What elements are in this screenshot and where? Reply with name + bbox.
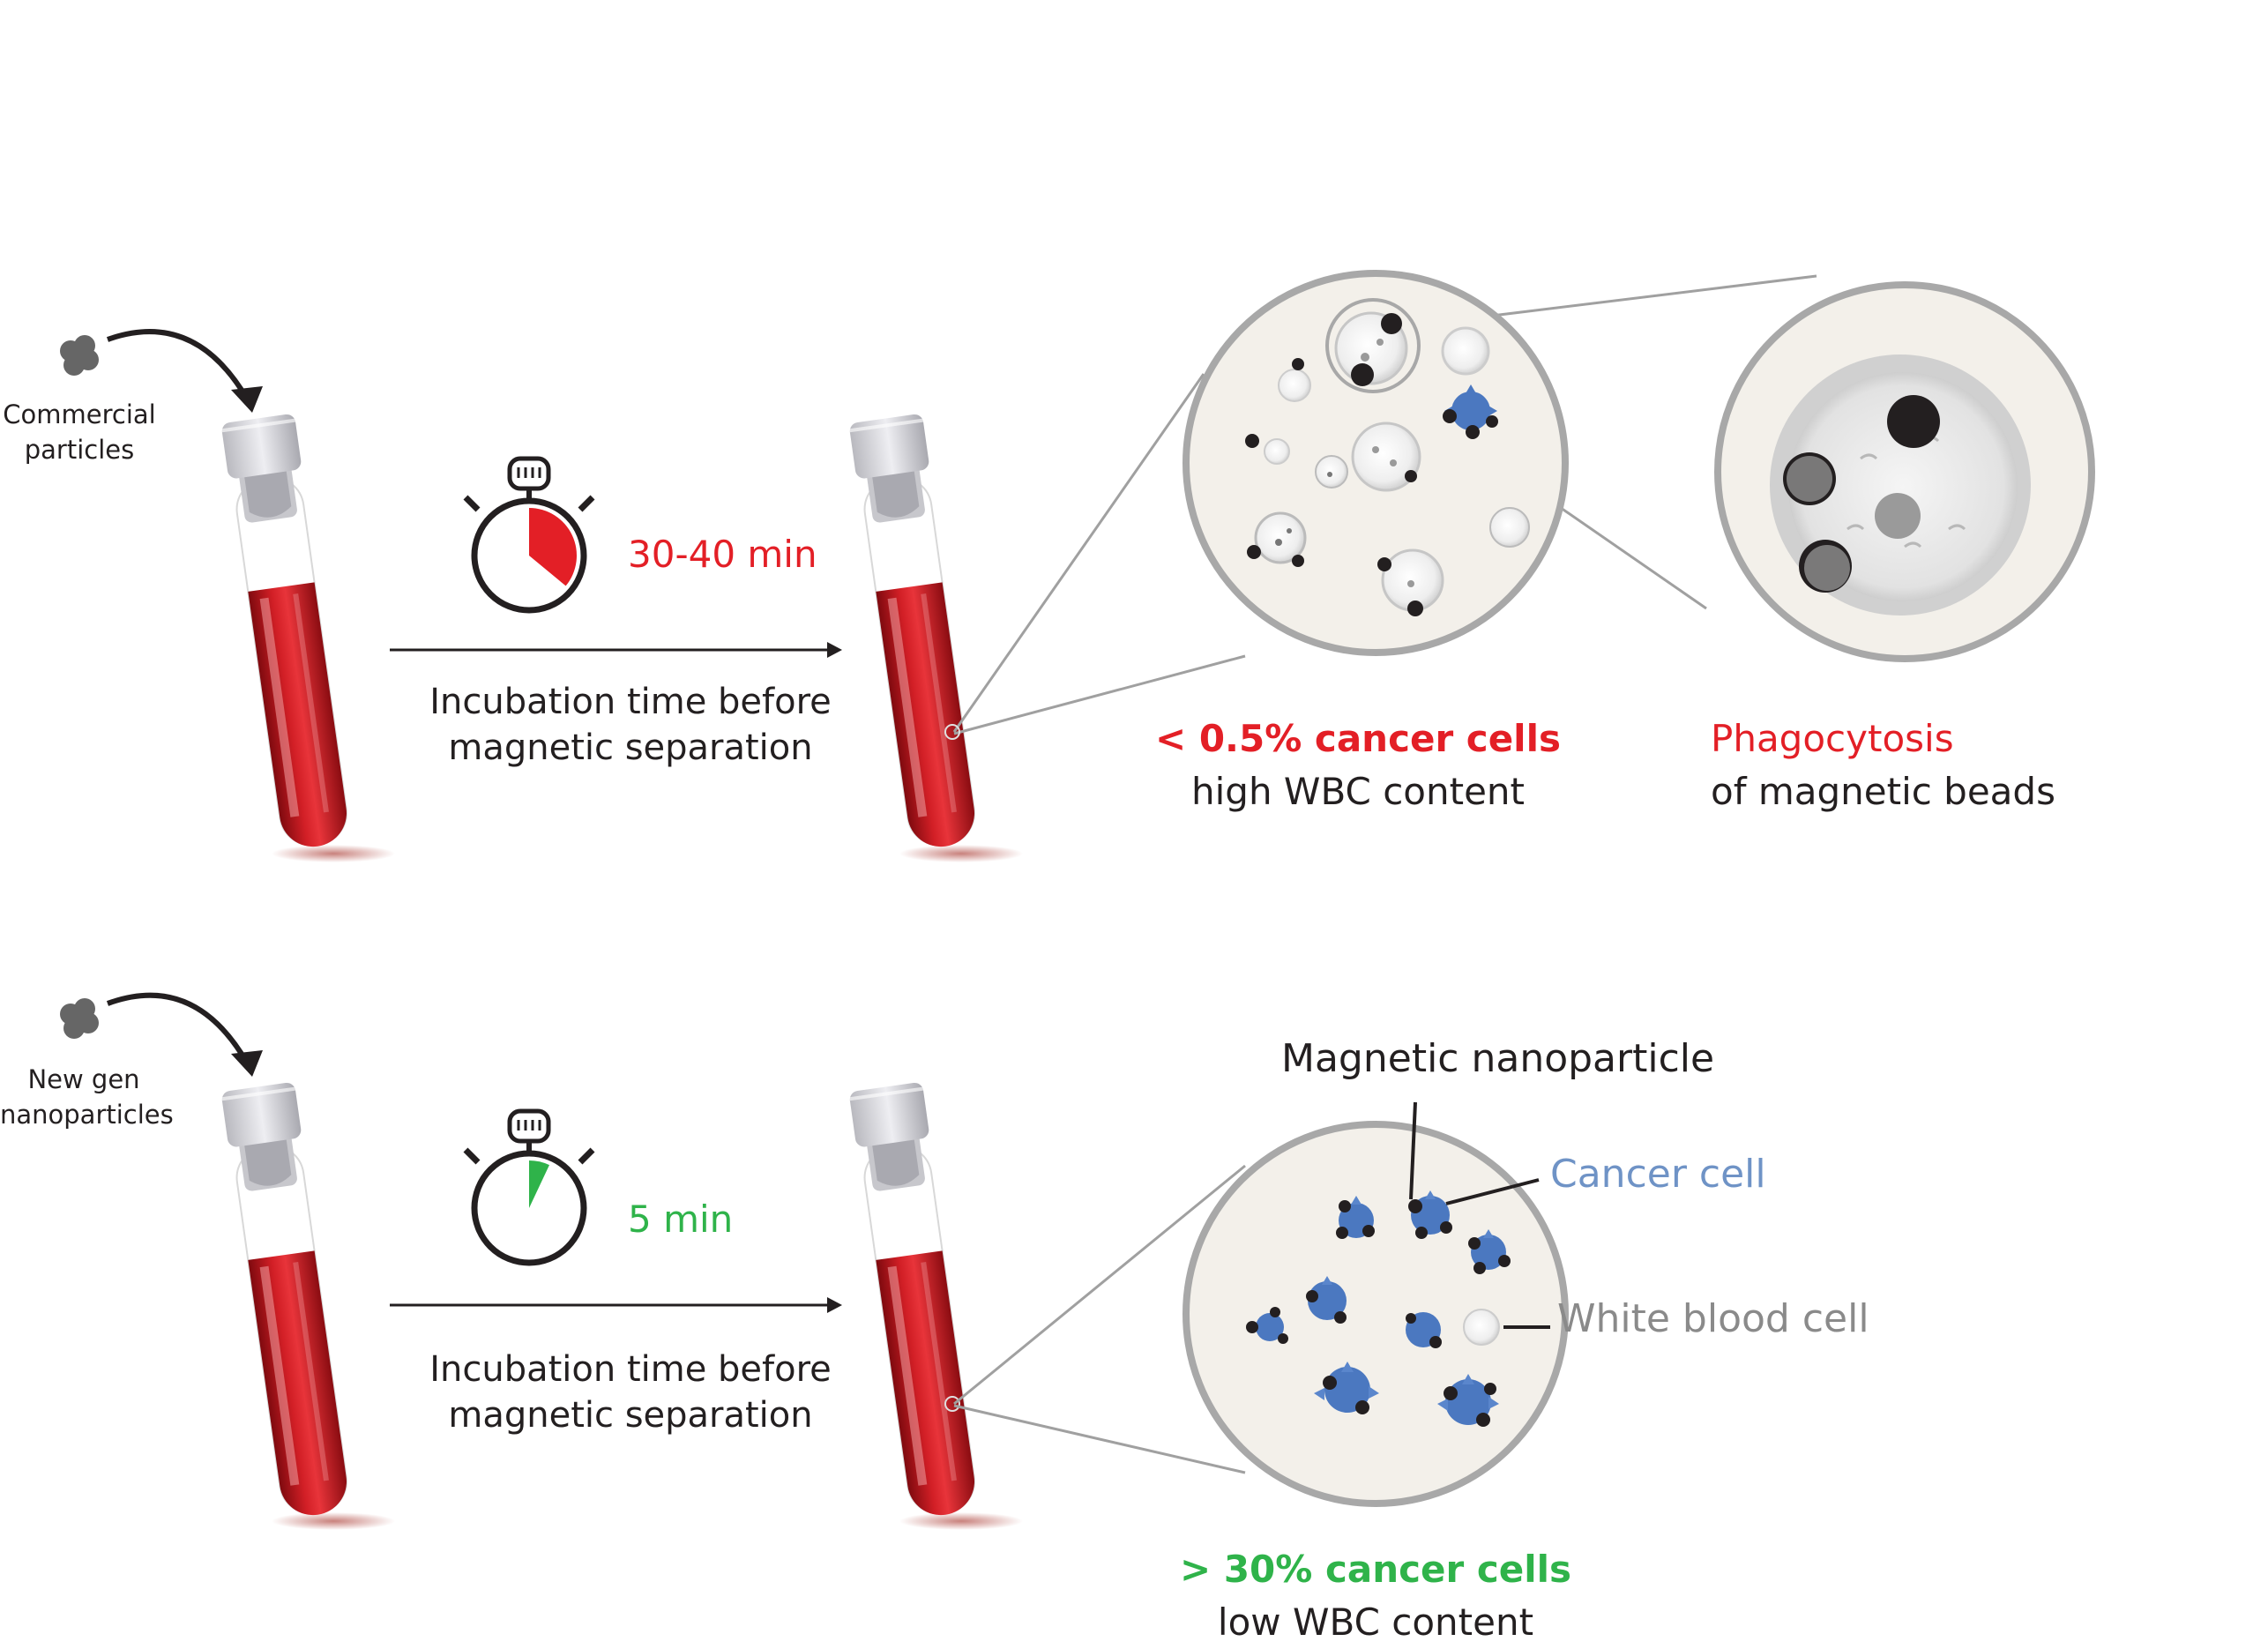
new-gen-nanoparticles-label: New gen nanoparticles [0,1062,174,1132]
incubation-time-top: 30-40 min [628,533,817,576]
arrow-caption-bottom: Incubation time before magnetic separati… [401,1347,860,1438]
phagocytosis-subtitle: of magnetic beads [1711,770,2055,813]
label-line: particles [24,435,135,465]
label-white-blood-cell: White blood cell [1557,1296,1869,1341]
label-line: Commercial [3,399,156,429]
white-blood-cell-bottom [1463,1309,1500,1346]
caption-line: magnetic separation [448,1395,813,1436]
annotation-lines [1409,1101,1550,1329]
magnified-dish-bottom [1182,1121,1569,1507]
magnetic-beads-top [1245,313,1498,616]
blood-tube-before [220,412,355,853]
result-wbc: high WBC content [1191,770,1525,813]
result-top: < 0.5% cancer cells high WBC content [1129,713,1587,818]
commercial-particles-label: Commercial particles [0,397,159,467]
blood-tube-before-new [220,1080,355,1521]
nanoparticles-bottom [1246,1199,1511,1427]
label-line: New gen [27,1064,140,1094]
process-arrow-top [390,642,842,658]
caption-line: Incubation time before [429,1349,832,1390]
stopwatch-icon-top [463,456,595,614]
label-magnetic-nanoparticle: Magnetic nanoparticle [1281,1036,1715,1081]
phagocytosis-caption: Phagocytosis of magnetic beads [1711,713,2116,818]
result-percentage: < 0.5% cancer cells [1155,717,1561,760]
result-bottom: > 30% cancer cells low WBC content [1146,1543,1605,1649]
magnetic-beads-zoomed [1783,395,1940,593]
stopwatch-icon-bottom [463,1108,595,1266]
process-arrow-bottom [390,1297,842,1313]
zoom-lines-bottom [953,1164,1246,1474]
label-line: nanoparticles [0,1100,174,1130]
zoom-highlight-ring [1325,298,1421,393]
blood-tube-after [847,412,983,853]
curved-arrow-icon [106,992,250,1064]
nanoparticle-icon [60,998,99,1039]
arrow-caption-top: Incubation time before magnetic separati… [401,679,860,771]
commercial-particle-icon [60,335,99,376]
sample-spot-marker [944,724,960,740]
blood-tube-after-new [847,1080,983,1521]
result-wbc: low WBC content [1217,1600,1534,1644]
caption-line: Incubation time before [429,682,832,722]
phagocytosis-title: Phagocytosis [1711,717,1954,760]
curved-arrow-icon [106,329,250,400]
sample-spot-marker [944,1396,960,1412]
incubation-time-bottom: 5 min [628,1198,734,1241]
caption-line: magnetic separation [448,728,813,768]
label-cancer-cell: Cancer cell [1550,1152,1766,1197]
result-percentage: > 30% cancer cells [1180,1548,1571,1591]
